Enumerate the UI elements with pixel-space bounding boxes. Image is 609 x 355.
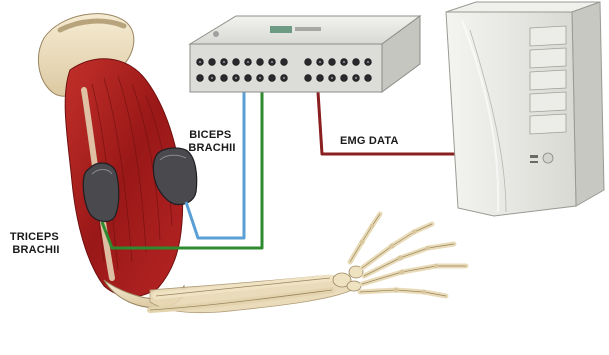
- emg-amplifier-icon: [190, 16, 420, 92]
- biceps-label-line2: BRACHII: [188, 142, 235, 154]
- triceps-label-line2: BRACHII: [12, 244, 59, 256]
- computer-tower-icon: [446, 2, 604, 216]
- triceps-label-line1: TRICEPS: [10, 231, 59, 243]
- power-button-icon: [543, 153, 553, 163]
- drive-bays: [530, 26, 566, 134]
- emg-data-label: EMG DATA: [340, 135, 399, 147]
- triceps-label: TRICEPS BRACHII: [10, 231, 62, 256]
- biceps-label: BICEPS BRACHII: [188, 129, 235, 154]
- biceps-label-line1: BICEPS: [189, 129, 231, 141]
